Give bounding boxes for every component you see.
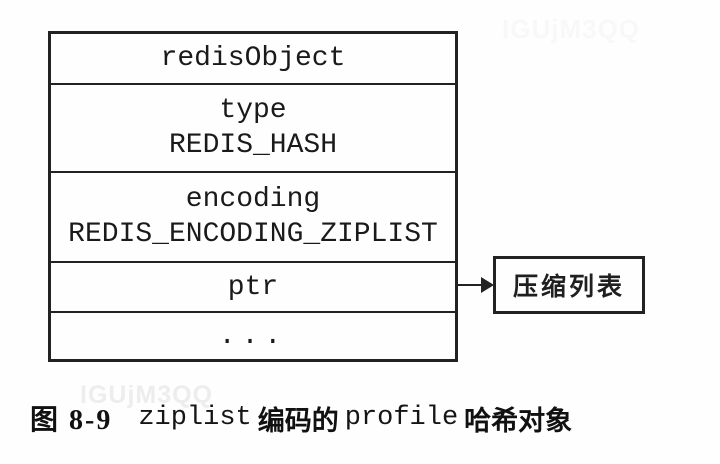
ptr-arrowhead-icon: [481, 277, 494, 293]
ptr-field-label: ptr: [227, 271, 279, 303]
caption-code-profile: profile: [344, 403, 459, 433]
redisobject-label: redisObject: [160, 43, 346, 74]
row-ptr: ptr: [51, 263, 455, 313]
ellipsis-label: ...: [218, 320, 288, 352]
watermark-bottom-left: IGUjM3QQ: [80, 381, 214, 409]
ziplist-target-label: 压缩列表: [512, 273, 625, 301]
type-field-value: REDIS_HASH: [168, 130, 338, 161]
caption-code-ziplist: ziplist: [138, 403, 252, 433]
encoding-field-value: REDIS_ENCODING_ZIPLIST: [68, 219, 438, 250]
type-field-label: type: [219, 95, 287, 126]
redis-object-box: redisObject type REDIS_HASH encoding RED…: [48, 31, 458, 362]
row-encoding: encoding REDIS_ENCODING_ZIPLIST: [51, 173, 455, 263]
row-redisobject: redisObject: [51, 34, 455, 85]
ptr-arrow-line: [458, 284, 486, 286]
row-type: type REDIS_HASH: [51, 85, 455, 173]
figure-number-label: 图 8-9: [30, 405, 113, 436]
row-ellipsis: ...: [51, 313, 455, 359]
watermark-top-right: IGUjM3QQ: [502, 14, 641, 44]
encoding-field-label: encoding: [185, 184, 321, 215]
ziplist-target-box: 压缩列表: [493, 256, 645, 314]
caption-cjk-encoding-of: 编码的: [257, 405, 339, 436]
figure-caption: 图 8-9 ziplist 编码的 profile 哈希对象: [30, 398, 578, 438]
caption-cjk-hash-object: 哈希对象: [464, 405, 573, 436]
